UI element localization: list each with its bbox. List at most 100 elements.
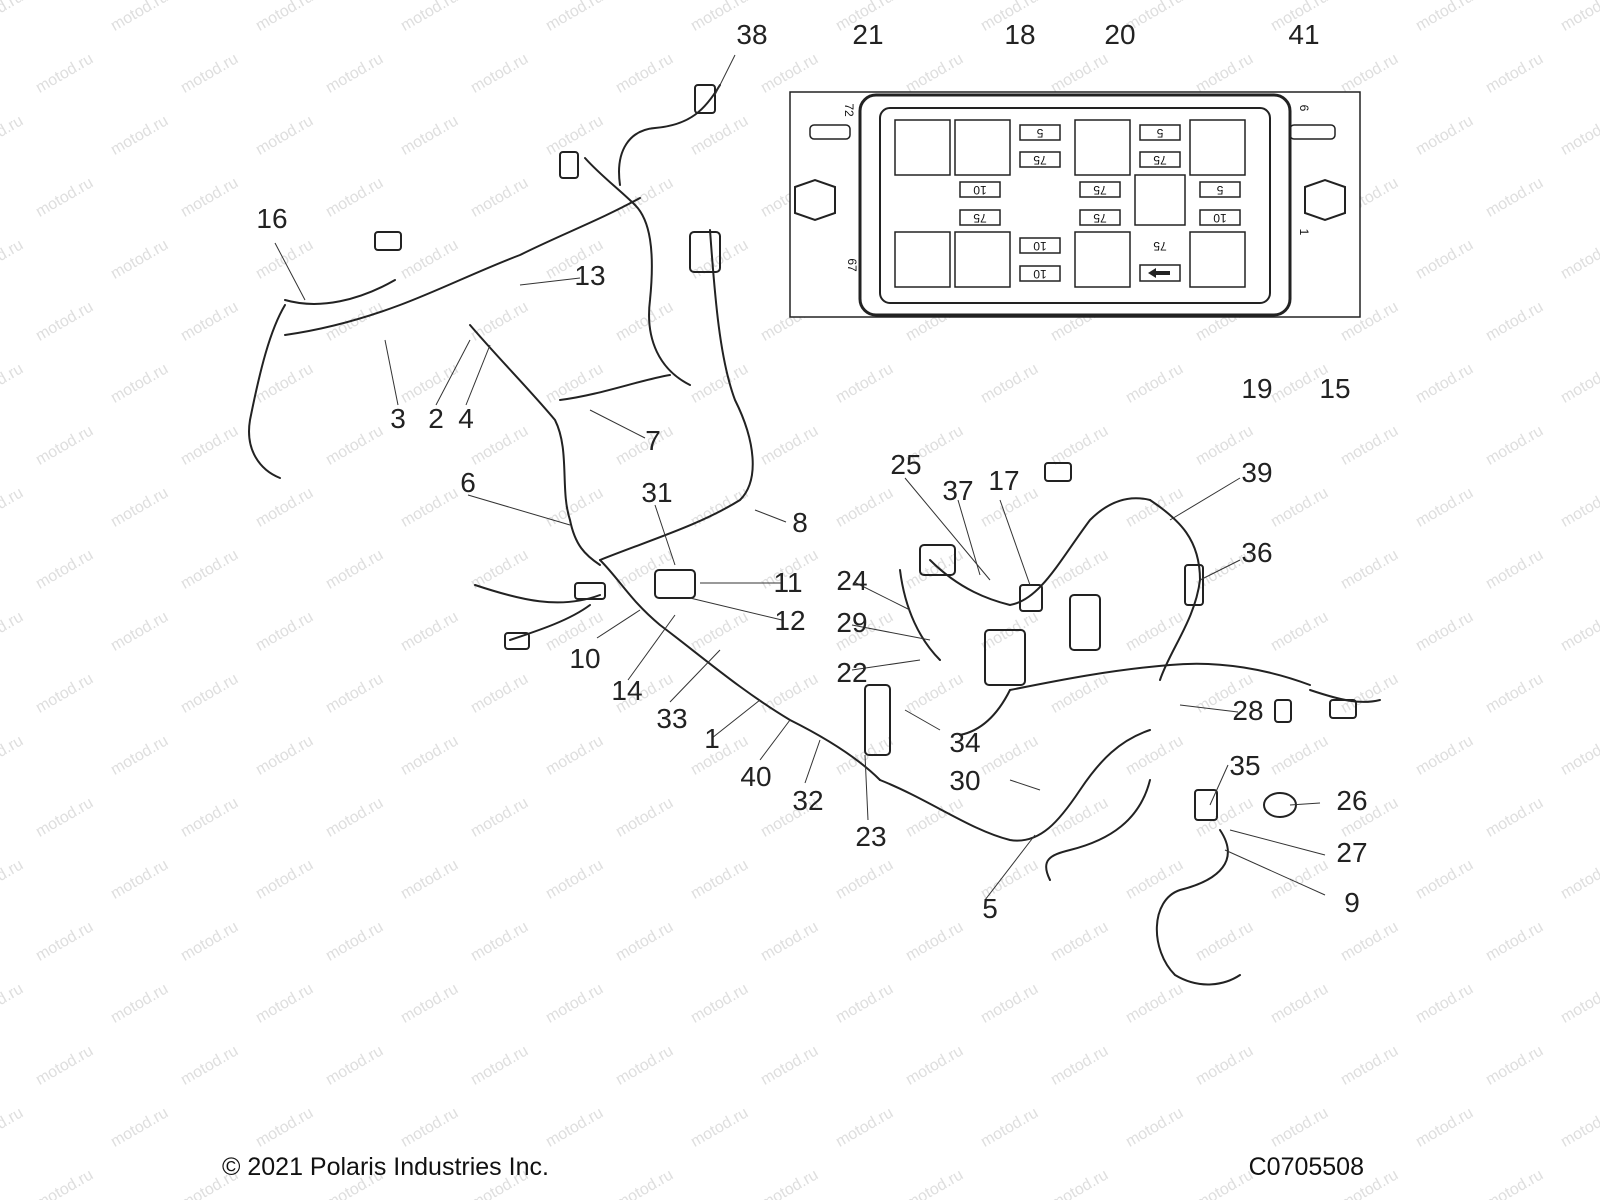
callout-36: 36 bbox=[1241, 537, 1272, 568]
callout-13: 13 bbox=[574, 260, 605, 291]
connector-25 bbox=[919, 544, 956, 576]
callout-14: 14 bbox=[611, 675, 642, 706]
fuse-rating-75: 75 bbox=[1153, 239, 1167, 253]
connector-35 bbox=[1194, 789, 1218, 821]
drawing-number: C0705508 bbox=[1248, 1153, 1364, 1181]
mount-tab-left bbox=[809, 124, 851, 140]
callout-9: 9 bbox=[1344, 887, 1360, 918]
callout-5: 5 bbox=[982, 893, 998, 924]
edge-label-1: 1 bbox=[1297, 229, 1311, 236]
harness-branch-6 bbox=[469, 324, 601, 566]
harness-branch-16-lower bbox=[248, 304, 286, 479]
callout-24: 24 bbox=[836, 565, 867, 596]
callout-26: 26 bbox=[1336, 785, 1367, 816]
harness-branch-9 bbox=[1155, 829, 1241, 986]
harness-branch-5 bbox=[1045, 779, 1151, 881]
relay-31 bbox=[654, 569, 696, 599]
fuse-rating-5: 5 bbox=[1156, 126, 1163, 140]
callout-12: 12 bbox=[774, 605, 805, 636]
harness-branch-34 bbox=[959, 689, 1011, 736]
harness-branch-28 bbox=[1009, 662, 1311, 691]
edge-label-6: 6 bbox=[1297, 105, 1311, 112]
callout-35: 35 bbox=[1229, 750, 1260, 781]
fuse-rating-75: 75 bbox=[1153, 153, 1167, 167]
callout-37: 37 bbox=[942, 475, 973, 506]
fuse-rating-75: 75 bbox=[1033, 153, 1047, 167]
callout-39: 39 bbox=[1241, 457, 1272, 488]
callout-27: 27 bbox=[1336, 837, 1367, 868]
callout-3: 3 bbox=[390, 403, 406, 434]
harness-branch-24 bbox=[899, 569, 941, 661]
callout-38: 38 bbox=[736, 19, 767, 50]
harness-branch-8 bbox=[599, 229, 754, 561]
callout-4: 4 bbox=[458, 403, 474, 434]
copyright-notice: © 2021 Polaris Industries Inc. bbox=[222, 1153, 549, 1181]
mount-bolt-left bbox=[794, 178, 836, 222]
callout-11: 11 bbox=[773, 567, 802, 598]
harness-main-trunk bbox=[599, 559, 881, 781]
harness-branch-39 bbox=[1149, 499, 1201, 681]
harness-branch-16 bbox=[284, 279, 396, 305]
fuse-rating-10: 10 bbox=[1033, 239, 1047, 253]
fuse-box-inset: 5 75 5 75 10 75 75 5 75 75 10 10 10 72 6 67 1 bbox=[789, 91, 1361, 318]
fuse-rating-5: 5 bbox=[1036, 126, 1043, 140]
callout-8: 8 bbox=[792, 507, 808, 538]
mount-bolt-41 bbox=[1304, 178, 1346, 222]
fuse-rating-10: 10 bbox=[1213, 211, 1227, 225]
callout-41: 41 bbox=[1288, 19, 1319, 50]
fuse-box-inner bbox=[879, 107, 1271, 304]
connector-16 bbox=[374, 231, 402, 251]
fuse-box-edge-labels: 72 6 67 1 bbox=[842, 103, 1311, 272]
callout-22: 22 bbox=[836, 657, 867, 688]
harness-branch-left-connector bbox=[509, 604, 591, 641]
edge-label-72: 72 bbox=[842, 103, 856, 117]
connector-36 bbox=[1184, 564, 1204, 606]
callout-34: 34 bbox=[949, 727, 980, 758]
fuse-slots bbox=[959, 124, 1241, 282]
harness-branch-7 bbox=[559, 374, 671, 401]
harness-branch-17 bbox=[929, 497, 1151, 606]
fuse-rating-5: 5 bbox=[1216, 183, 1223, 197]
edge-label-67: 67 bbox=[845, 258, 859, 272]
callout-17: 17 bbox=[988, 465, 1019, 496]
module-center bbox=[1069, 594, 1101, 651]
callout-30: 30 bbox=[949, 765, 980, 796]
connector-top-right bbox=[1044, 462, 1072, 482]
callout-10: 10 bbox=[569, 643, 600, 674]
module-23 bbox=[864, 684, 891, 756]
fuse-rating-75: 75 bbox=[1093, 183, 1107, 197]
callout-leaders bbox=[274, 54, 1326, 901]
callout-25: 25 bbox=[890, 449, 921, 480]
callout-33: 33 bbox=[656, 703, 687, 734]
fuse-rating-75: 75 bbox=[1093, 211, 1107, 225]
fuse-rating-75: 75 bbox=[973, 211, 987, 225]
connector-38 bbox=[694, 84, 716, 114]
connector-10 bbox=[574, 582, 606, 600]
arrow-icon bbox=[1148, 268, 1170, 278]
callout-28: 28 bbox=[1232, 695, 1263, 726]
callout-19: 19 bbox=[1241, 373, 1272, 404]
callout-40: 40 bbox=[740, 761, 771, 792]
connector-left bbox=[504, 632, 530, 650]
connector-top-left bbox=[559, 151, 579, 179]
callout-1: 1 bbox=[704, 723, 720, 754]
fuse-rating-10: 10 bbox=[1033, 267, 1047, 281]
relay-sockets bbox=[894, 119, 1246, 288]
callout-31: 31 bbox=[641, 477, 672, 508]
callout-6: 6 bbox=[460, 467, 476, 498]
connector-17 bbox=[1019, 584, 1043, 612]
connector-28-end bbox=[1274, 699, 1292, 723]
harness-branch-13 bbox=[284, 197, 641, 336]
callout-32: 32 bbox=[792, 785, 823, 816]
harness-right-trunk bbox=[879, 729, 1151, 842]
callout-29: 29 bbox=[836, 607, 867, 638]
fuse-rating-labels: 5 75 5 75 10 75 75 5 75 75 10 10 10 bbox=[973, 126, 1227, 281]
fuse-rating-10: 10 bbox=[973, 183, 987, 197]
callout-20: 20 bbox=[1104, 19, 1135, 50]
connector-far-right bbox=[1329, 699, 1357, 719]
callout-15: 15 bbox=[1319, 373, 1350, 404]
connector-upper-harness bbox=[689, 231, 721, 273]
